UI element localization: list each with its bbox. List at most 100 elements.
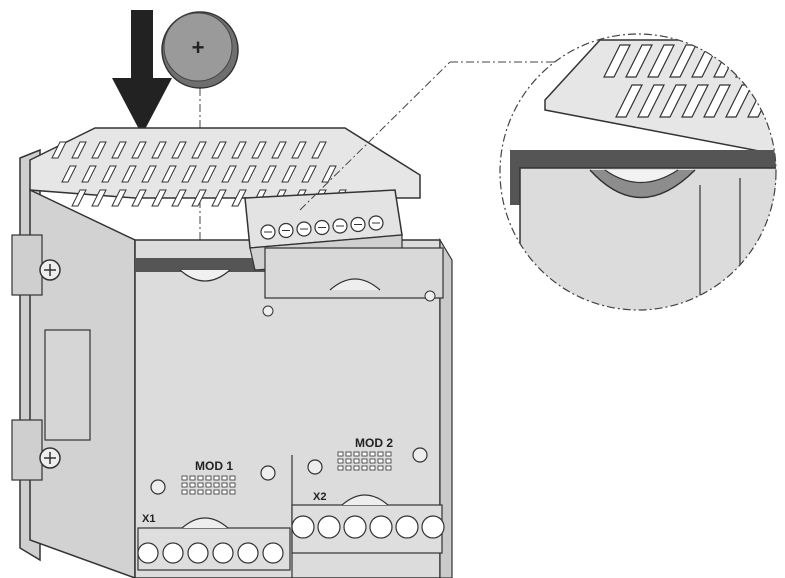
bottom-terminal-block-x2 [291, 504, 443, 554]
vent-slot [201, 165, 217, 183]
battery-slot-cutout [179, 269, 231, 282]
zoom-vent-slot [703, 84, 731, 118]
vent-slot [211, 189, 227, 207]
zoom-vent-slot [637, 84, 665, 118]
led-cell [385, 465, 392, 471]
zoom-vent-slot [615, 84, 643, 118]
vent-slot [271, 141, 287, 159]
led-cell [221, 482, 228, 488]
clamp-screw-bottom [39, 447, 61, 469]
vent-slot [51, 141, 67, 159]
vent-slot [71, 189, 87, 207]
vent-slot [181, 165, 197, 183]
zoom-guide-line [299, 61, 451, 211]
led-cell [377, 465, 384, 471]
vent-slot [151, 141, 167, 159]
led-cell [377, 458, 384, 464]
x1-terminal-screw [212, 542, 234, 564]
led-cell [221, 475, 228, 481]
battery-plus-label: + [192, 35, 205, 60]
led-cell [181, 482, 188, 488]
x2-terminal-screw [291, 515, 315, 539]
zoom-vent-slot [757, 44, 776, 78]
led-cell [385, 451, 392, 457]
led-cell [361, 451, 368, 457]
vent-slot [91, 141, 107, 159]
vent-slot [111, 189, 127, 207]
vent-slot [211, 141, 227, 159]
vent-slot [101, 165, 117, 183]
led-cell [337, 451, 344, 457]
led-cell [353, 458, 360, 464]
battery-coin-cell: + [161, 11, 239, 89]
led-cell [221, 489, 228, 495]
vent-slot [121, 165, 137, 183]
zoom-vent-slot [681, 84, 709, 118]
vent-slot [131, 141, 147, 159]
led-cell [229, 475, 236, 481]
x2-slot-cutout [341, 494, 389, 506]
led-cell [229, 489, 236, 495]
vent-slot [291, 141, 307, 159]
led-cell [337, 458, 344, 464]
vent-slot [151, 189, 167, 207]
led-cell [189, 489, 196, 495]
mod2-led-grid [337, 451, 392, 471]
insertion-arrow [112, 10, 172, 135]
led-cell [189, 475, 196, 481]
zoom-vent-slot [603, 44, 631, 78]
vent-slot [281, 165, 297, 183]
vent-slot [261, 165, 277, 183]
vent-slot [71, 141, 87, 159]
led-cell [197, 475, 204, 481]
led-cell [377, 451, 384, 457]
vent-slot [231, 189, 247, 207]
x1-terminal-screw [162, 542, 184, 564]
vent-slot [191, 141, 207, 159]
x1-label: X1 [142, 513, 155, 525]
vent-slot [251, 141, 267, 159]
vent-slot [111, 141, 127, 159]
led-cell [385, 458, 392, 464]
battery-slot [135, 258, 270, 272]
vent-slot [221, 165, 237, 183]
led-cell [229, 482, 236, 488]
led-cell [353, 451, 360, 457]
zoom-circle [499, 33, 777, 311]
led-cell [369, 458, 376, 464]
clamp-screw-top [39, 259, 61, 281]
led-cell [361, 465, 368, 471]
led-cell [205, 482, 212, 488]
led-cell [205, 489, 212, 495]
led-cell [205, 475, 212, 481]
x2-terminal-screw [421, 515, 445, 539]
mod1-label: MOD 1 [195, 459, 233, 473]
led-cell [369, 465, 376, 471]
vent-slot [231, 141, 247, 159]
led-cell [197, 482, 204, 488]
x2-terminal-screw [395, 515, 419, 539]
led-cell [369, 451, 376, 457]
led-cell [189, 482, 196, 488]
x1-terminal-screw [187, 542, 209, 564]
x2-terminal-screw [343, 515, 367, 539]
zoom-vent-slot [625, 44, 653, 78]
led-cell [345, 465, 352, 471]
mounting-holes [150, 290, 436, 495]
mod1-led-grid [181, 475, 236, 495]
vent-slot [81, 165, 97, 183]
zoom-vent-slot [659, 84, 687, 118]
led-cell [361, 458, 368, 464]
zoom-detail [500, 34, 776, 310]
zoom-vent-slot [769, 84, 776, 118]
led-cell [197, 489, 204, 495]
led-cell [345, 458, 352, 464]
led-cell [213, 482, 220, 488]
vent-slot [171, 141, 187, 159]
vent-slot [301, 165, 317, 183]
x1-terminal-screw [137, 542, 159, 564]
vent-slot [131, 189, 147, 207]
vent-slot [161, 165, 177, 183]
led-cell [213, 489, 220, 495]
